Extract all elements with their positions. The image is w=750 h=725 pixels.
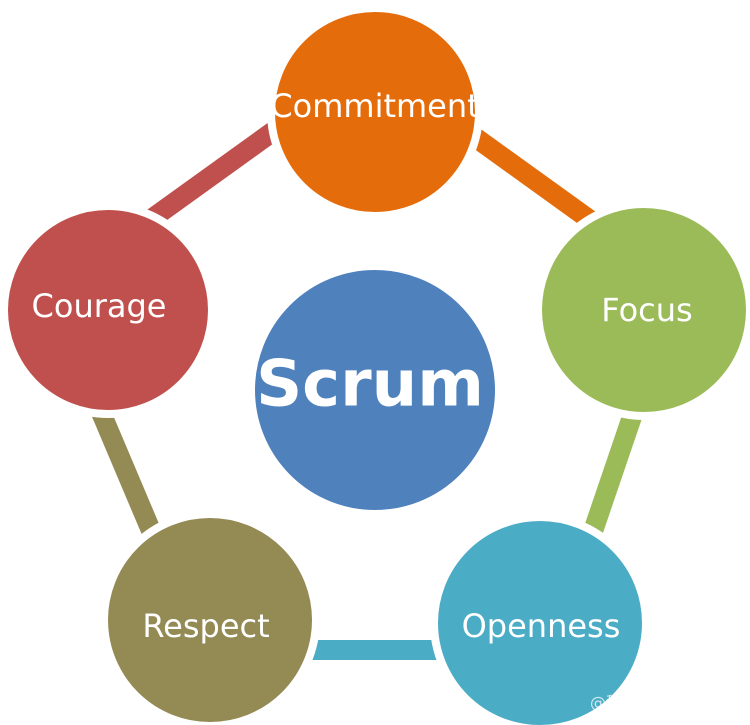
commitment-circle	[267, 4, 483, 220]
openness-node: Openness	[430, 513, 650, 725]
respect-node: Respect	[100, 510, 320, 725]
connector-ring	[90, 120, 646, 660]
commitment-label: Commitment	[270, 87, 479, 125]
openness-label: Openness	[462, 607, 621, 645]
focus-circle	[534, 200, 750, 420]
scrum-center-label: Scrum	[256, 348, 484, 422]
focus-label: Focus	[601, 291, 692, 329]
courage-circle	[0, 202, 216, 418]
watermark: @稀土掘金技术社区	[589, 693, 734, 712]
respect-circle	[100, 510, 320, 725]
connector-courage-commitment	[140, 120, 285, 230]
openness-circle	[430, 513, 650, 725]
connector-focus-openness	[580, 395, 646, 550]
connector-commitment-focus	[455, 120, 600, 230]
focus-node: Focus	[534, 200, 750, 420]
connector-respect-courage	[90, 400, 165, 550]
courage-node: Courage	[0, 202, 216, 418]
respect-label: Respect	[142, 607, 269, 645]
commitment-node: Commitment	[267, 4, 483, 220]
scrum-center-node: Scrum	[247, 262, 503, 518]
courage-label: Courage	[32, 287, 167, 325]
scrum-center-circle	[247, 262, 503, 518]
